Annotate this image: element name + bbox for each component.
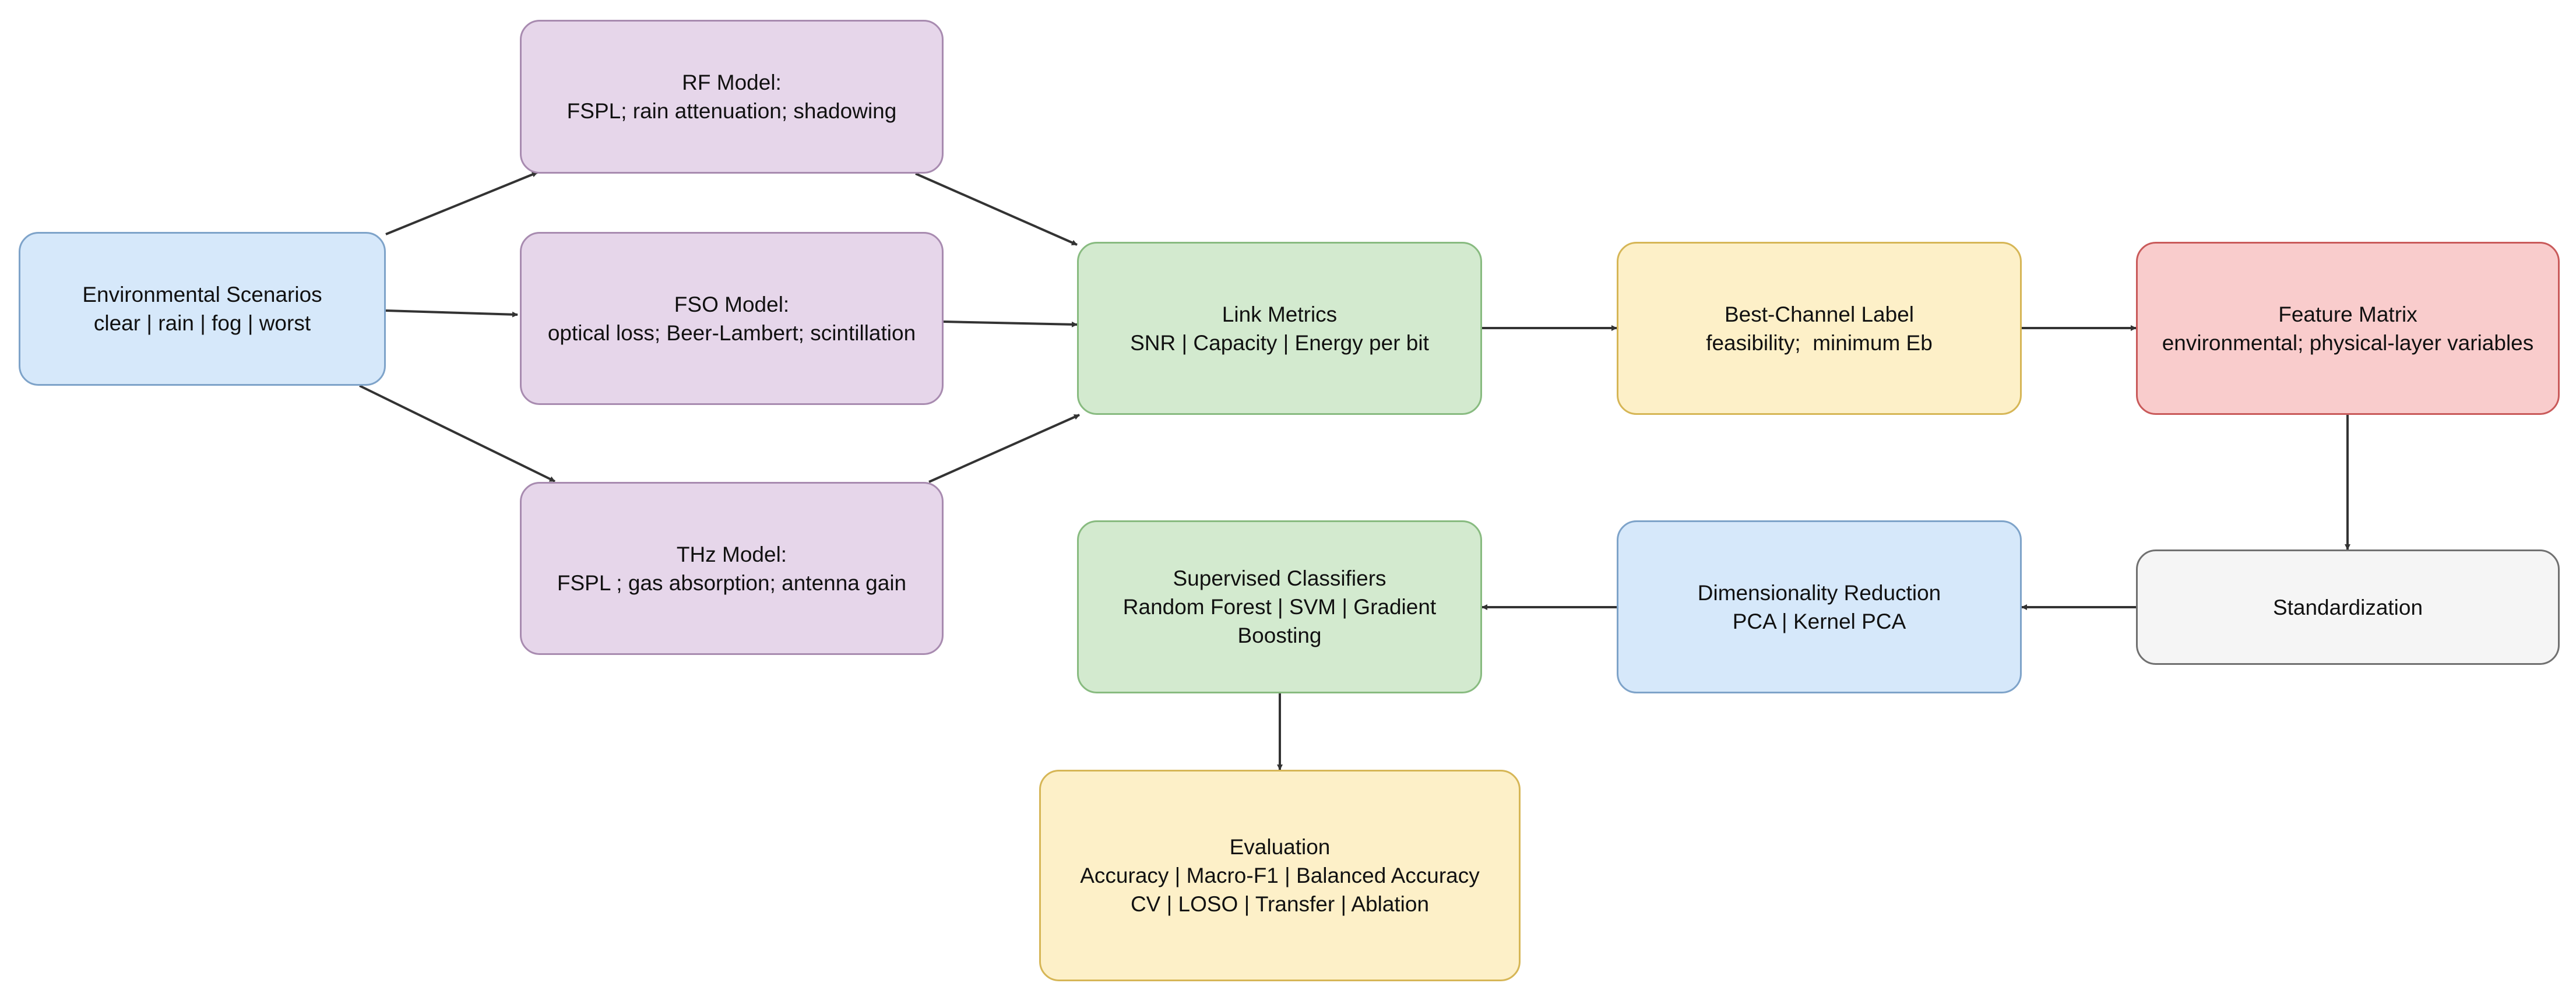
node-supervised-classifiers: Supervised Classifiers Random Forest | S… <box>1077 520 1482 693</box>
node-title: Dimensionality Reduction <box>1697 580 1941 605</box>
node-detail: optical loss; Beer-Lambert; scintillatio… <box>547 320 916 345</box>
node-title: Environmental Scenarios <box>82 283 322 307</box>
node-detail: Random Forest | SVM | Gradient <box>1122 595 1437 619</box>
node-detail: FSPL; rain attenuation; shadowing <box>566 99 897 123</box>
node-fso-model: FSO Model: optical loss; Beer-Lambert; s… <box>520 232 944 405</box>
edge-fso-link <box>943 320 1078 327</box>
node-detail: feasibility; minimum Eb <box>1706 330 1933 355</box>
edge-thz-link <box>928 414 1080 483</box>
node-detail: Accuracy | Macro-F1 | Balanced Accuracy <box>1080 864 1480 887</box>
node-title: Feature Matrix <box>2278 302 2417 326</box>
node-title: Best-Channel Label <box>1725 302 1914 326</box>
node-link-metrics: Link Metrics SNR | Capacity | Energy per… <box>1077 242 1482 415</box>
node-title: FSO Model: <box>674 292 790 316</box>
node-dimensionality-reduction: Dimensionality Reduction PCA | Kernel PC… <box>1617 520 2022 693</box>
node-evaluation: Evaluation Accuracy | Macro-F1 | Balance… <box>1039 770 1521 981</box>
node-detail: environmental; physical-layer variables <box>2162 330 2534 355</box>
node-feature-matrix: Feature Matrix environmental; physical-l… <box>2136 242 2560 415</box>
edge-env-rf <box>385 171 538 235</box>
node-title: Supervised Classifiers <box>1173 566 1386 590</box>
node-best-channel-label: Best-Channel Label feasibility; minimum … <box>1617 242 2022 415</box>
node-title: THz Model: <box>676 542 787 566</box>
edge-rf-link <box>915 172 1078 246</box>
node-detail: SNR | Capacity | Energy per bit <box>1130 330 1429 355</box>
node-title: Standardization <box>2272 595 2423 619</box>
edge-env-fso <box>385 309 518 318</box>
node-detail: Boosting <box>1237 623 1322 647</box>
node-rf-model: RF Model: FSPL; rain attenuation; shadow… <box>520 20 944 174</box>
node-detail: clear | rain | fog | worst <box>93 311 311 335</box>
node-thz-model: THz Model: FSPL ; gas absorption; antenn… <box>520 482 944 655</box>
node-environmental-scenarios: Environmental Scenarios clear | rain | f… <box>19 232 386 386</box>
node-standardization: Standardization <box>2136 549 2560 665</box>
node-detail: FSPL ; gas absorption; antenna gain <box>557 570 907 595</box>
edge-env-thz <box>359 385 555 482</box>
node-title: RF Model: <box>682 71 782 94</box>
node-detail: CV | LOSO | Transfer | Ablation <box>1130 892 1430 916</box>
node-detail: PCA | Kernel PCA <box>1732 609 1906 633</box>
node-title: Evaluation <box>1229 835 1331 859</box>
node-title: Link Metrics <box>1222 302 1338 326</box>
